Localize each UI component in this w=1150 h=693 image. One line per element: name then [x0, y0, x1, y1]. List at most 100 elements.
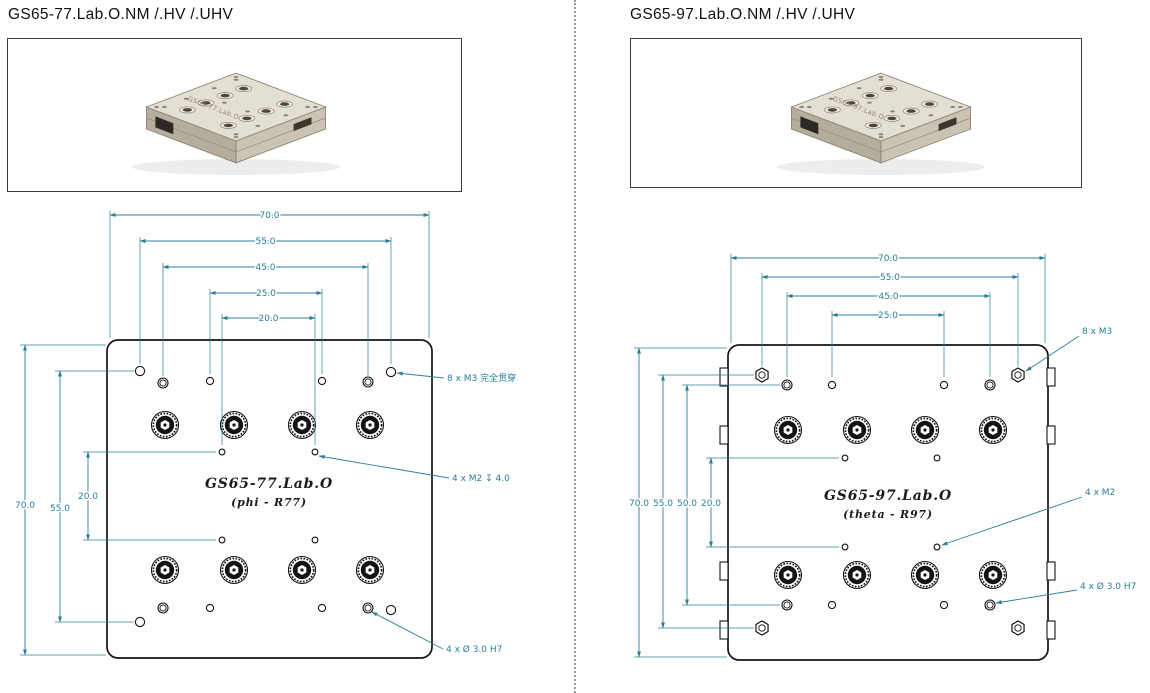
- drive-screw-hole: [910, 560, 940, 590]
- stage-shadow: [132, 159, 340, 175]
- technical-drawing: GS65-97.Lab.O(theta - R97)70.055.045.025…: [627, 253, 1138, 661]
- leader-line: [1025, 335, 1080, 372]
- dimension-label: 45.0: [878, 292, 898, 302]
- m2-hole: [841, 543, 849, 551]
- stage-connector: [800, 116, 819, 135]
- knurl-ring: [221, 557, 247, 583]
- stage-small-hole: [890, 110, 895, 113]
- m3-hole: [205, 376, 215, 386]
- m2-hole: [311, 448, 319, 456]
- leader-line: [371, 611, 444, 650]
- plate-engraving-sub: (theta - R97): [843, 508, 933, 521]
- leader-line: [941, 496, 1083, 546]
- dimension-label: 20.0: [258, 314, 278, 324]
- product-title: GS65-97.Lab.O.NM /.HV /.UHV: [630, 6, 856, 23]
- dimension-label: 20.0: [701, 499, 721, 509]
- knurl-ring: [980, 562, 1006, 588]
- knurl-ring: [980, 417, 1006, 443]
- technical-drawing: GS65-77.Lab.O (phi - R77) 70.0 55.0 45.0 25.0…: [13, 210, 518, 659]
- plate-engraving: GS65-77.Lab.O: [205, 476, 333, 492]
- drive-screw-hole: [287, 555, 317, 585]
- product-photo-frame: GS65-97.Lab.O: [630, 38, 1082, 188]
- m3-thread-hole: [157, 377, 169, 389]
- stage-adjuster-screw: [235, 85, 253, 93]
- dimension-label: 55.0: [880, 273, 900, 283]
- knurl-ring: [289, 557, 315, 583]
- product-title: GS65-77.Lab.O.NM /.HV /.UHV: [8, 6, 234, 23]
- leader-line: [995, 589, 1078, 605]
- m3-thread-hole: [984, 599, 996, 611]
- dimension-label: 55.0: [653, 499, 673, 509]
- m3-thread-hole: [781, 379, 793, 391]
- m3-hole: [317, 376, 327, 386]
- clamp-tab: [1046, 561, 1056, 581]
- stage-adjuster-screw: [219, 121, 237, 129]
- knurl-ring: [844, 562, 870, 588]
- hole-annotation: 8 x M3: [1082, 327, 1112, 337]
- m3-hole: [827, 600, 837, 610]
- dimension-label: 70.0: [629, 499, 649, 509]
- stage-small-hole: [222, 101, 227, 104]
- stage-small-hole: [255, 124, 261, 127]
- hole-annotation: 4 x Ø 3.0 H7: [1080, 581, 1136, 592]
- m3-hole: [205, 603, 215, 613]
- clamp-tab: [719, 367, 729, 387]
- panel-gs65-77: GS65-77.Lab.O.NM /.HV /.UHV GS65-77.Lab.…: [7, 6, 518, 659]
- plate-engraving: GS65-97.Lab.O: [824, 488, 952, 504]
- stage-small-hole: [283, 114, 289, 117]
- stage-top-face: [790, 72, 972, 142]
- product-photo: GS65-77.Lab.O: [132, 72, 340, 175]
- stage-adjuster-screw: [238, 114, 256, 122]
- dimension-label: 20.0: [78, 492, 98, 502]
- stage-adjuster-screw: [197, 99, 215, 107]
- m3-thread-hole: [781, 599, 793, 611]
- stage-small-hole: [950, 106, 956, 108]
- drive-screw-hole: [773, 560, 803, 590]
- dimension-label: 70.0: [878, 254, 898, 264]
- dimension-label: 70.0: [259, 211, 279, 221]
- hole-annotation: 4 x M2 ↧ 4.0: [452, 474, 510, 484]
- stage-small-hole: [900, 124, 906, 127]
- plate-engraving-sub: (phi - R77): [231, 496, 307, 509]
- stage-adjuster-screw: [179, 106, 196, 114]
- drive-screw-hole: [842, 415, 872, 445]
- hex-corner-hole: [755, 620, 769, 636]
- knurl-ring: [152, 412, 178, 438]
- m3-thread-hole: [984, 379, 996, 391]
- product-photo: GS65-97.Lab.O: [777, 72, 985, 175]
- stage-adjuster-screw: [902, 107, 920, 115]
- dowel-hole: [385, 604, 397, 616]
- hole-annotation: 4 x Ø 3.0 H7: [446, 644, 502, 655]
- hex-corner-hole: [1011, 367, 1025, 383]
- stage-connector: [155, 116, 174, 135]
- stage-adjuster-screw: [216, 92, 234, 100]
- stage-small-hole: [878, 75, 884, 78]
- stage-small-hole: [233, 78, 239, 81]
- dimension-label: 25.0: [256, 289, 276, 299]
- stage-small-hole: [878, 133, 884, 136]
- clamp-tab: [719, 561, 729, 581]
- m3-thread-hole: [362, 602, 374, 614]
- hex-corner-hole: [1011, 620, 1025, 636]
- stage-small-hole: [878, 136, 884, 139]
- plate-outline: [727, 344, 1049, 661]
- m2-hole: [933, 543, 941, 551]
- drive-screw-hole: [910, 415, 940, 445]
- dowel-hole: [385, 366, 397, 378]
- m3-thread-hole: [157, 602, 169, 614]
- dimension-label: 55.0: [50, 504, 70, 514]
- hex-corner-hole: [755, 367, 769, 383]
- stage-small-hole: [211, 87, 217, 90]
- stage-adjuster-screw: [257, 107, 275, 115]
- m3-thread-hole: [362, 376, 374, 388]
- dimension-label: 45.0: [255, 263, 275, 273]
- stage-small-hole: [958, 106, 963, 108]
- stage-small-hole: [154, 106, 160, 108]
- m2-hole: [218, 448, 226, 456]
- leader-line: [318, 454, 450, 479]
- knurl-ring: [912, 417, 938, 443]
- knurl-ring: [912, 562, 938, 588]
- drive-screw-hole: [219, 410, 249, 440]
